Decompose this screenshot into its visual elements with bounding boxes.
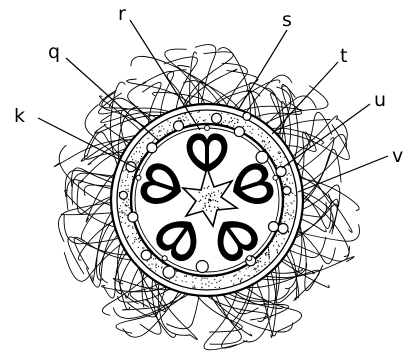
hair: [123, 290, 180, 337]
leader-k: [38, 118, 140, 170]
hair: [204, 294, 268, 320]
cortex-cell: [269, 222, 279, 232]
hair: [291, 243, 350, 262]
cortex-cell: [119, 191, 127, 199]
cortex-cell: [196, 261, 208, 273]
cortex-cell: [276, 167, 286, 177]
leader-q: [66, 58, 160, 142]
cortex-cell: [243, 112, 251, 120]
cortex-cell: [141, 250, 151, 260]
hair: [301, 138, 334, 202]
leader-s: [238, 30, 287, 110]
cortex-cell: [174, 121, 184, 131]
hair: [131, 56, 222, 107]
label-s: s: [282, 9, 292, 31]
hair: [249, 83, 276, 119]
cortex-cell: [128, 212, 138, 222]
label-u: u: [374, 89, 386, 111]
label-q: q: [48, 41, 60, 63]
hair: [204, 289, 238, 350]
cortex-cell: [212, 113, 222, 123]
hair: [219, 293, 289, 319]
cortex-cell: [256, 151, 268, 163]
cortex-cell: [283, 187, 291, 195]
label-v: v: [392, 145, 403, 167]
label-r: r: [118, 3, 126, 25]
hair: [298, 175, 353, 233]
cortex-cell: [278, 224, 288, 234]
leader-u: [282, 104, 370, 168]
cortex-cell: [163, 266, 175, 278]
label-k: k: [14, 105, 25, 127]
cortex-cell: [234, 127, 244, 137]
label-t: t: [340, 45, 347, 67]
cortex-cell: [147, 143, 157, 153]
